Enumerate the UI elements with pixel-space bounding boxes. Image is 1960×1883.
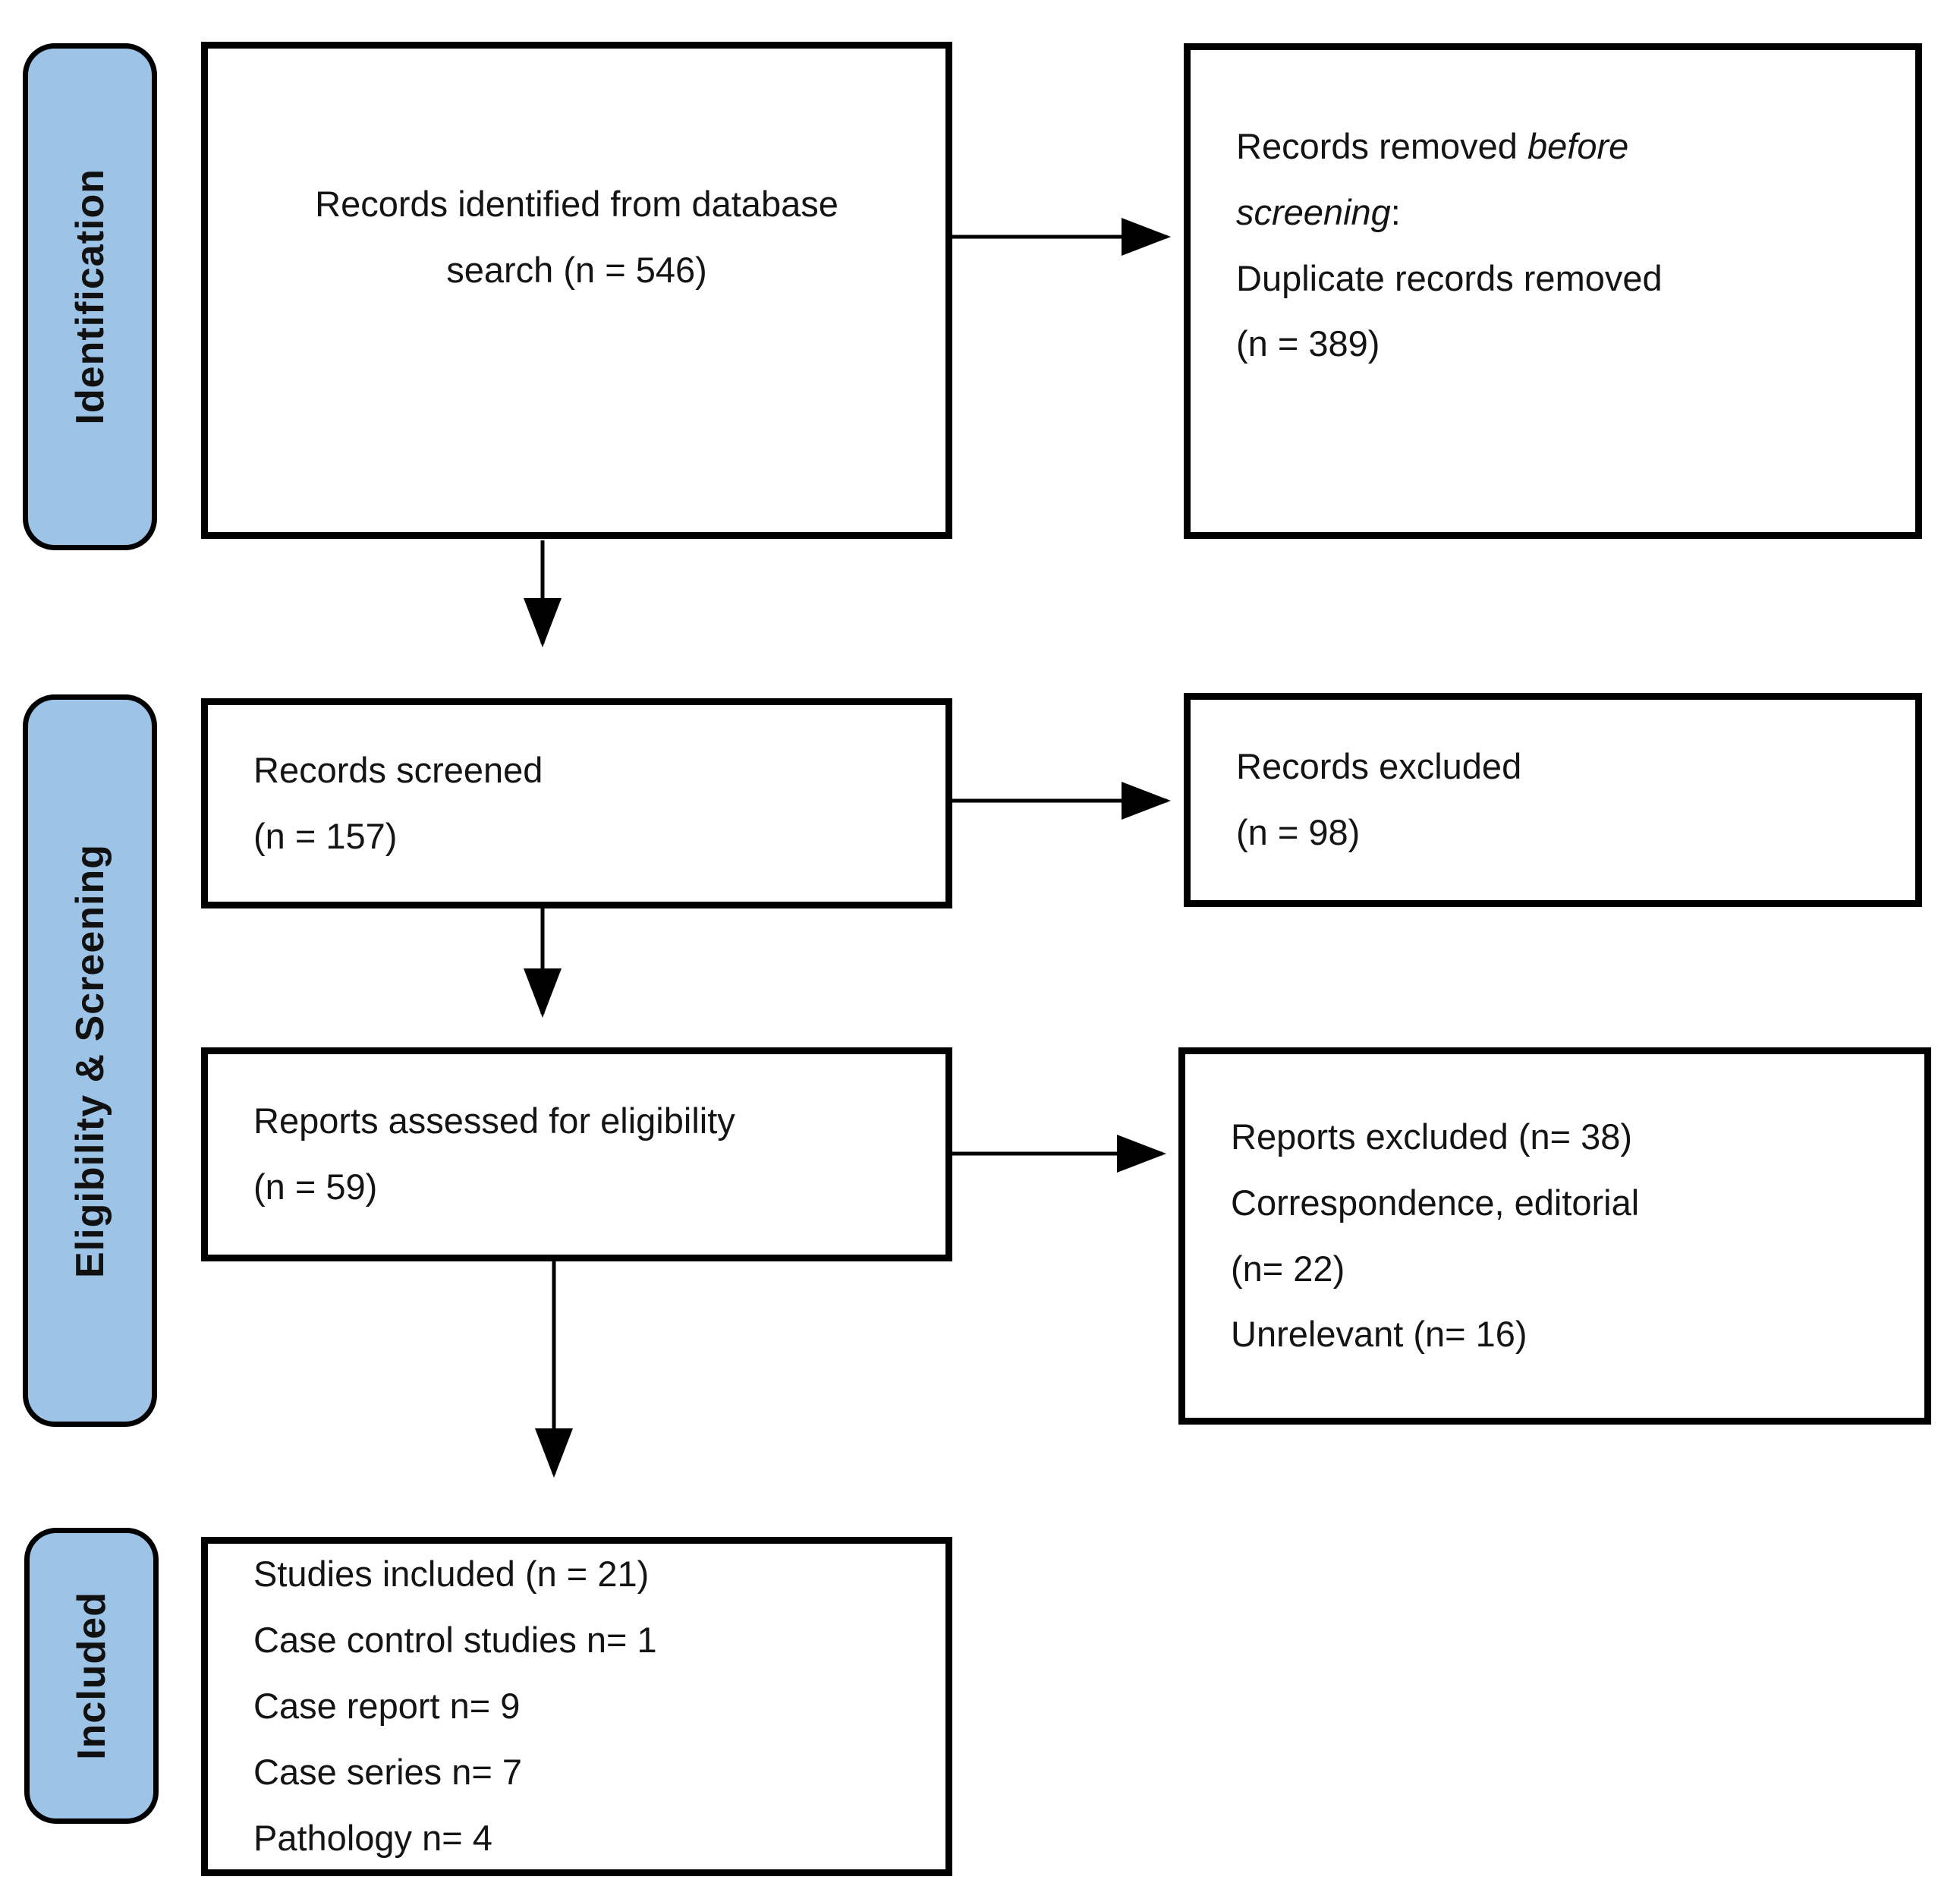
stage-label-text: Eligibility & Screening: [68, 843, 112, 1278]
box-text-segment-italic: before: [1527, 125, 1629, 166]
box-records-excluded: Records excluded (n = 98): [1184, 693, 1922, 907]
box-records-removed: Records removed before screening: Duplic…: [1184, 43, 1922, 539]
box-text-line: (n= 22): [1231, 1248, 1345, 1289]
box-text-segment: Records removed: [1236, 125, 1527, 166]
box-text-line: Reports assessed for eligibility: [253, 1101, 735, 1141]
box-text-line: Case control studies n= 1: [253, 1620, 657, 1661]
box-text-line: Studies included (n = 21): [253, 1554, 650, 1595]
box-text-line: (n = 157): [253, 815, 398, 856]
stage-label-eligibility-screening: Eligibility & Screening: [23, 694, 157, 1427]
box-text-line: (n = 59): [253, 1167, 378, 1207]
box-text-line: Unrelevant (n= 16): [1231, 1314, 1527, 1355]
box-studies-included: Studies included (n = 21) Case control s…: [201, 1537, 952, 1876]
box-text-line: screening:: [1236, 180, 1896, 246]
box-text-line: Records removed before: [1236, 114, 1896, 180]
stage-label-text: Identification: [68, 168, 112, 425]
box-reports-excluded: Reports excluded (n= 38) Correspondence,…: [1178, 1047, 1931, 1425]
box-text-line: Case series n= 7: [253, 1751, 522, 1792]
box-text-line: Records identified from database: [315, 183, 838, 224]
box-text-line: Duplicate records removed: [1236, 257, 1663, 298]
stage-label-identification: Identification: [23, 43, 157, 550]
box-records-identified: Records identified from database search …: [201, 42, 952, 539]
box-text-line: Correspondence, editorial: [1231, 1182, 1640, 1223]
box-text-line: (n = 98): [1236, 812, 1361, 852]
box-reports-assessed: Reports assessed for eligibility (n = 59…: [201, 1047, 952, 1261]
box-text-segment: :: [1390, 191, 1401, 232]
stage-label-included: Included: [24, 1528, 159, 1824]
stage-label-text: Included: [69, 1592, 114, 1760]
box-text-line: Records screened: [253, 749, 543, 790]
box-text-line: Records excluded: [1236, 746, 1522, 787]
box-text-line: search (n = 546): [446, 249, 707, 290]
box-records-screened: Records screened (n = 157): [201, 698, 952, 908]
box-text-line: (n = 389): [1236, 323, 1380, 364]
box-text-line: Case report n= 9: [253, 1686, 521, 1727]
box-text-segment-italic: screening: [1236, 191, 1391, 232]
box-text-line: Reports excluded (n= 38): [1231, 1116, 1633, 1157]
box-text-line: Pathology n= 4: [253, 1817, 492, 1858]
